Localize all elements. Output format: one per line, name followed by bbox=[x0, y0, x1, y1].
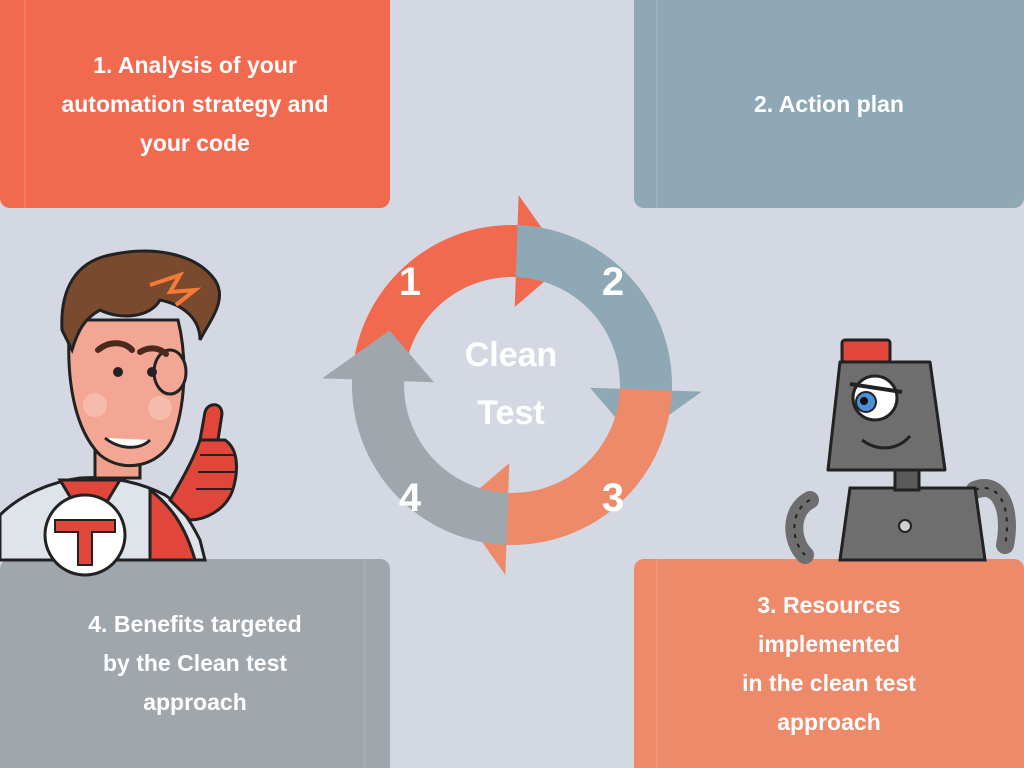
step-1-card-text: 1. Analysis of your automation strategy … bbox=[61, 51, 329, 156]
center-label-line-2: Test bbox=[477, 394, 545, 432]
step-3-card: 3. Resources implemented in the clean te… bbox=[634, 559, 1024, 768]
center-label-line-1: Clean bbox=[464, 336, 558, 374]
step-2-card: 2. Action plan bbox=[634, 0, 1024, 208]
step-3-card-text: 3. Resources implemented in the clean te… bbox=[742, 591, 916, 735]
step-number-4: 4 bbox=[398, 476, 422, 520]
step-1-card: 1. Analysis of your automation strategy … bbox=[0, 0, 390, 208]
step-4-card-text: 4. Benefits targeted by the Clean test a… bbox=[88, 611, 302, 715]
cycle-arrow-step-3 bbox=[457, 388, 672, 575]
cycle-arrow-step-4 bbox=[322, 330, 509, 545]
step-number-3: 3 bbox=[601, 476, 625, 520]
step-number-1: 1 bbox=[398, 260, 422, 304]
cycle-center-label: Clean Test bbox=[436, 326, 586, 442]
step-2-card-text: 2. Action plan bbox=[754, 90, 904, 117]
robot-icon bbox=[785, 338, 1016, 564]
superhero-thumbs-up-icon bbox=[0, 249, 238, 577]
cycle-arrow-step-2 bbox=[515, 225, 702, 440]
cycle-arrow-step-1 bbox=[352, 195, 567, 391]
step-4-card: 4. Benefits targeted by the Clean test a… bbox=[0, 559, 390, 768]
step-number-2: 2 bbox=[601, 260, 625, 304]
